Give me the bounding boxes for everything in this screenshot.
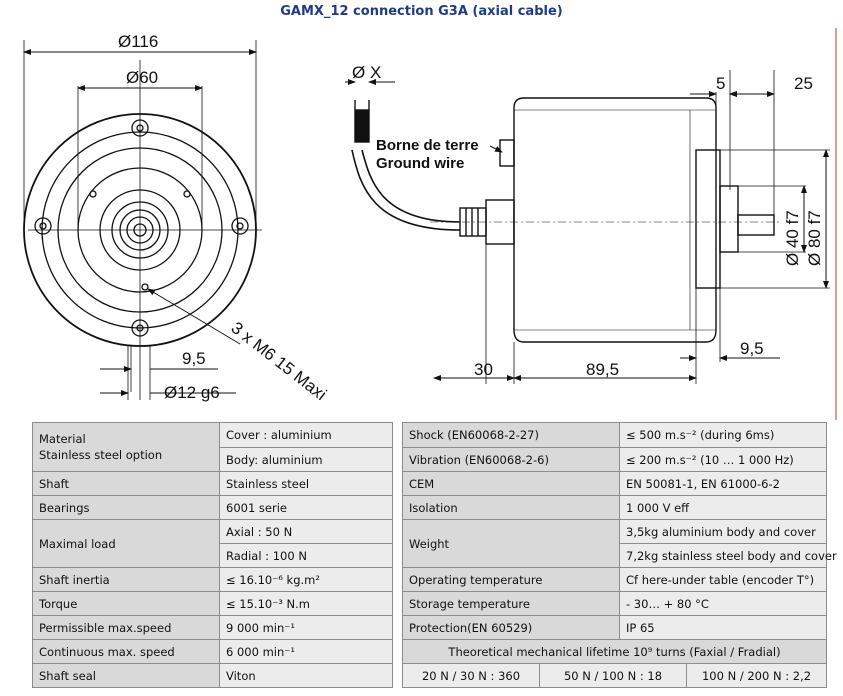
dim-25-label: 25 <box>794 74 813 93</box>
shaft-label: Shaft <box>32 471 220 496</box>
axial-value: Axial : 50 N <box>219 519 393 544</box>
lifetime-cell-1: 20 N / 30 N : 360 <box>402 663 540 688</box>
seal-label: Shaft seal <box>32 663 220 688</box>
spec-table-right: Shock (EN60068-2-27) ≤ 500 m.s⁻² (during… <box>401 422 837 688</box>
dim-60-label: Ø60 <box>126 68 158 87</box>
radial-value: Radial : 100 N <box>219 543 393 568</box>
op-temp-value: Cf here-under table (encoder T°) <box>618 567 828 592</box>
front-view <box>23 40 262 400</box>
perm-speed-value: 9 000 min⁻¹ <box>219 615 393 640</box>
inertia-label: Shaft inertia <box>32 567 220 592</box>
isolation-label: Isolation <box>402 495 620 520</box>
dim-30-label: 30 <box>474 360 493 379</box>
cem-label: CEM <box>402 471 620 496</box>
cem-value: EN 50081-1, EN 61000-6-2 <box>618 471 828 496</box>
storage-label: Storage temperature <box>402 591 620 616</box>
dim-9-5-left-label: 9,5 <box>182 349 206 368</box>
bearings-value: 6001 serie <box>219 495 393 520</box>
weight-steel-value: 7,2kg stainless steel body and cover <box>618 543 837 568</box>
page-title: GAMX_12 connection G3A (axial cable) <box>280 4 563 19</box>
torque-label: Torque <box>32 591 220 616</box>
cont-speed-value: 6 000 min⁻¹ <box>219 639 393 664</box>
cont-speed-label: Continuous max. speed <box>32 639 220 664</box>
body-value: Body: aluminium <box>219 447 393 472</box>
storage-value: - 30… + 80 °C <box>618 591 828 616</box>
weight-label: Weight <box>402 519 620 568</box>
load-label: Maximal load <box>32 519 220 568</box>
side-view <box>351 97 780 343</box>
dim-116-label: Ø116 <box>118 32 158 51</box>
dim-5-label: 5 <box>716 74 725 93</box>
side-dimensions <box>345 28 837 420</box>
spec-table-left: Material Stainless steel option Cover : … <box>32 422 393 688</box>
protection-value: IP 65 <box>618 615 828 640</box>
front-dimensions <box>23 49 257 396</box>
ground-label-fr: Borne de terre <box>376 137 479 154</box>
torque-value: ≤ 15.10⁻³ N.m <box>219 591 393 616</box>
cover-value: Cover : aluminium <box>219 422 393 448</box>
isolation-value: 1 000 V eff <box>618 495 828 520</box>
lifetime-cell-3: 100 N / 200 N : 2,2 <box>685 663 828 688</box>
shaft-value: Stainless steel <box>219 471 393 496</box>
shock-label: Shock (EN60068-2-27) <box>402 422 620 448</box>
ground-label-en: Ground wire <box>376 155 464 172</box>
seal-value: Viton <box>219 663 393 688</box>
vibration-label: Vibration (EN60068-2-6) <box>402 447 620 472</box>
dim-x-label: Ø X <box>352 63 381 82</box>
weight-alu-value: 3,5kg aluminium body and cover <box>618 519 828 544</box>
dim-80-label: Ø 80 f7 <box>805 210 824 266</box>
inertia-value: ≤ 16.10⁻⁶ kg.m² <box>219 567 393 592</box>
dim-12-label: Ø12 g6 <box>164 383 220 402</box>
shock-value: ≤ 500 m.s⁻² (during 6ms) <box>618 422 828 448</box>
dim-89-5-label: 89,5 <box>586 360 619 379</box>
perm-speed-label: Permissible max.speed <box>32 615 220 640</box>
screw-callout: 3 x M6 15 Maxi <box>228 318 331 404</box>
lifetime-cell-2: 50 N / 100 N : 18 <box>539 663 687 688</box>
dim-9-5-right-label: 9,5 <box>740 339 764 358</box>
op-temp-label: Operating temperature <box>402 567 620 592</box>
bearings-label: Bearings <box>32 495 220 520</box>
protection-label: Protection(EN 60529) <box>402 615 620 640</box>
material-cell: Material Stainless steel option <box>32 422 220 472</box>
technical-drawing: Ø116 Ø60 9,5 Ø12 g6 3 x M6 15 Maxi <box>23 28 837 420</box>
material-label: Material <box>39 432 86 446</box>
lifetime-header: Theoretical mechanical lifetime 10⁹ turn… <box>401 639 828 664</box>
vibration-value: ≤ 200 m.s⁻² (10 … 1 000 Hz) <box>618 447 828 472</box>
dim-40-label: Ø 40 f7 <box>783 210 802 266</box>
stainless-label: Stainless steel option <box>39 448 163 462</box>
